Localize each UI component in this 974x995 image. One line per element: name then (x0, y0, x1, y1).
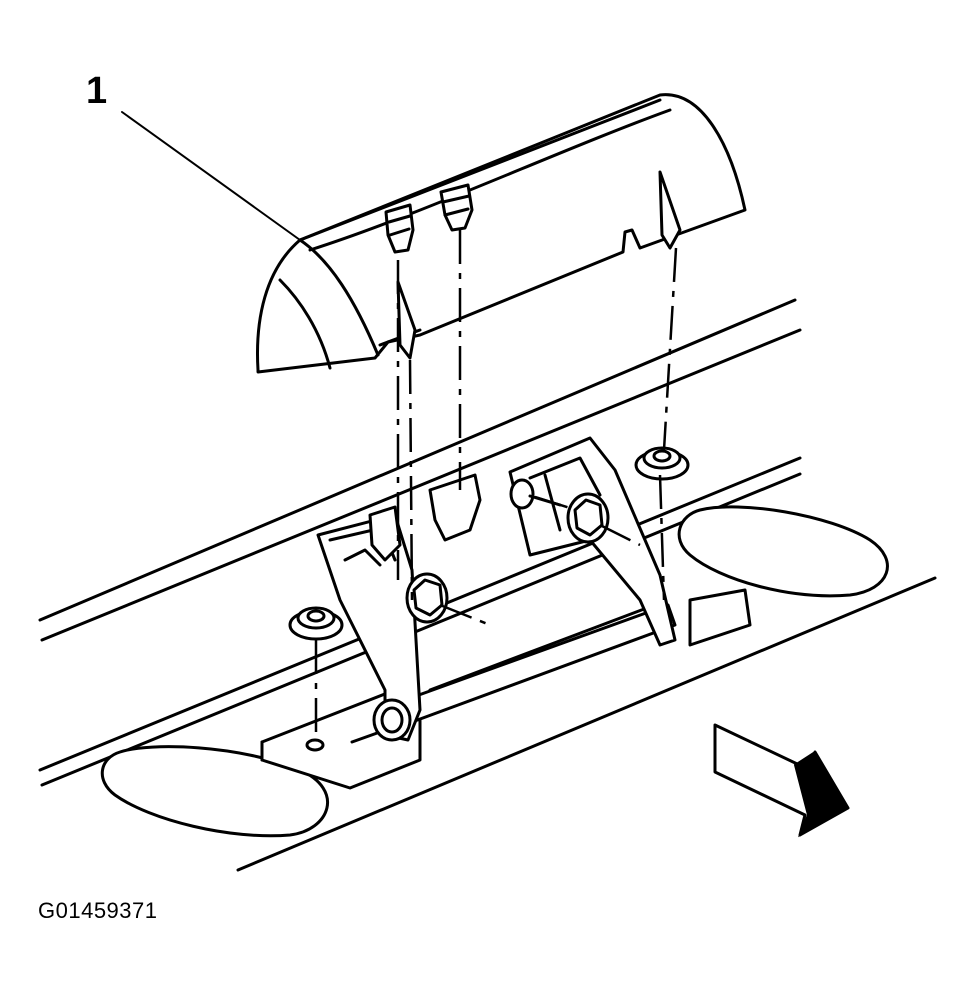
nut-right-upper (634, 446, 690, 481)
mounting-pad-left (100, 745, 330, 838)
cover-tab-left (396, 280, 417, 360)
nut-center-right (566, 492, 610, 544)
installation-lines (314, 230, 678, 740)
mounting-pad-right (677, 505, 889, 598)
cover-tab-right (658, 170, 682, 250)
bracket-left (316, 513, 422, 742)
retainer-clip-center (428, 473, 482, 542)
front-arrow-icon (713, 723, 850, 838)
callout-leader-1 (121, 111, 301, 241)
callout-label-1: 1 (86, 70, 108, 112)
retainer-clip-left (368, 505, 402, 562)
bracket-foot-right (688, 588, 752, 647)
nut-center-left (405, 572, 449, 624)
cover-stud-left (384, 203, 415, 254)
nut-left-lower (288, 606, 344, 641)
cover-stud-center (439, 183, 474, 232)
figure-id: G01459371 (38, 898, 158, 923)
